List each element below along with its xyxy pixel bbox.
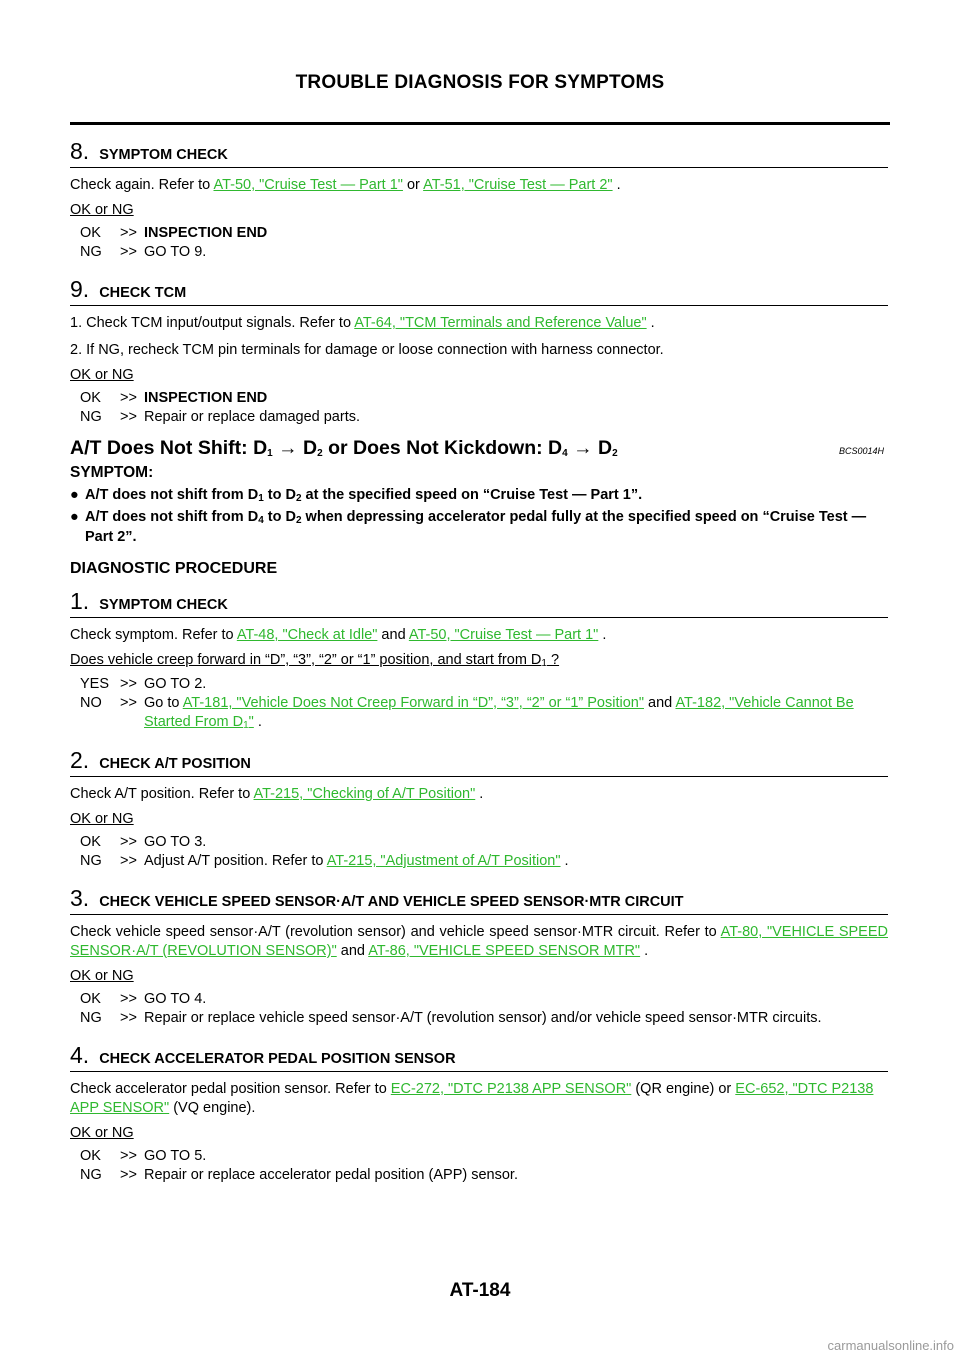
diag-step-2-instruction: Check A/T position. Refer to AT-215, "Ch… — [70, 786, 484, 802]
link-cruise-test-part-1[interactable]: AT-50, "Cruise Test — Part 1" — [213, 177, 403, 193]
diag-step-3-instruction: Check vehicle speed sensor·A/T (revoluti… — [70, 924, 888, 959]
step-title: CHECK VEHICLE SPEED SENSOR·A/T AND VEHIC… — [99, 894, 684, 910]
link-cruise-test-part-2[interactable]: AT-51, "Cruise Test — Part 2" — [423, 177, 613, 193]
link-adjustment-at-position[interactable]: AT-215, "Adjustment of A/T Position" — [326, 853, 561, 869]
step-8-results: OK>>INSPECTION END NG>>GO TO 9. — [80, 225, 268, 260]
link-check-at-idle[interactable]: AT-48, "Check at Idle" — [236, 627, 378, 643]
step-9-item-1: 1. Check TCM input/output signals. Refer… — [70, 315, 655, 331]
step-title: CHECK TCM — [99, 285, 187, 301]
step-9-results: OK>>INSPECTION END NG>>Repair or replace… — [80, 390, 361, 425]
diag-step-2-heading: 2. CHECK A/T POSITION — [70, 747, 888, 777]
link-app-sensor-qr[interactable]: EC-272, "DTC P2138 APP SENSOR" — [390, 1081, 632, 1097]
step-number: 9. — [70, 276, 90, 302]
diag-step-4-results: OK>>GO TO 5. NG>>Repair or replace accel… — [80, 1148, 518, 1183]
diag-step-3-heading: 3. CHECK VEHICLE SPEED SENSOR·A/T AND VE… — [70, 885, 888, 915]
step-8-instruction: Check again. Refer to AT-50, "Cruise Tes… — [70, 177, 621, 193]
step-title: SYMPTOM CHECK — [99, 597, 228, 613]
ok-or-ng-label: OK or NG — [70, 367, 134, 383]
step-title: CHECK A/T POSITION — [99, 756, 251, 772]
ok-or-ng-label: OK or NG — [70, 202, 134, 218]
page-number: AT-184 — [449, 1280, 511, 1301]
link-cruise-test-part-1[interactable]: AT-50, "Cruise Test — Part 1" — [408, 627, 599, 643]
list-item: ●A/T does not shift from D1 to D2 at the… — [70, 487, 643, 504]
symptom-label: SYMPTOM: — [70, 464, 154, 481]
top-rule — [70, 122, 890, 125]
step-number: 8. — [70, 138, 90, 164]
link-tcm-terminals[interactable]: AT-64, "TCM Terminals and Reference Valu… — [354, 315, 647, 331]
symptom-list: ●A/T does not shift from D1 to D2 at the… — [70, 486, 888, 547]
step-number: 4. — [70, 1042, 90, 1068]
link-revolution-sensor[interactable]: AT-80, "VEHICLE SPEED SENSOR·A/T (REVOLU… — [70, 924, 888, 959]
page-content: 8. SYMPTOM CHECK Check again. Refer to A… — [70, 128, 888, 1185]
step-number: 3. — [70, 885, 90, 911]
diag-step-3-results: OK>>GO TO 4. NG>>Repair or replace vehic… — [80, 991, 822, 1026]
link-vehicle-cannot-be-started[interactable]: AT-182, "Vehicle Cannot Be Started From … — [144, 695, 854, 731]
question: Does vehicle creep forward in “D”, “3”, … — [70, 652, 560, 669]
diagnostic-procedure-heading: DIAGNOSTIC PROCEDURE — [70, 560, 278, 577]
section-title: A/T Does Not Shift: D1 → D2 or Does Not … — [70, 437, 618, 459]
watermark: carmanualsonline.info — [827, 1338, 954, 1353]
link-vehicle-does-not-creep[interactable]: AT-181, "Vehicle Does Not Creep Forward … — [182, 695, 644, 711]
diag-step-4-instruction: Check accelerator pedal position sensor.… — [70, 1081, 874, 1116]
link-vehicle-speed-sensor-mtr[interactable]: AT-86, "VEHICLE SPEED SENSOR MTR" — [368, 943, 641, 959]
diag-step-2-results: OK>>GO TO 3. NG>>Adjust A/T position. Re… — [80, 834, 569, 869]
diag-step-1-results: YES>>GO TO 2. NO>>Go to AT-181, "Vehicle… — [80, 676, 854, 731]
ok-or-ng-label: OK or NG — [70, 968, 134, 984]
step-number: 2. — [70, 747, 90, 773]
link-checking-at-position[interactable]: AT-215, "Checking of A/T Position" — [253, 786, 476, 802]
step-title: CHECK ACCELERATOR PEDAL POSITION SENSOR — [99, 1051, 456, 1067]
diag-step-1-heading: 1. SYMPTOM CHECK — [70, 588, 888, 618]
page-title: TROUBLE DIAGNOSIS FOR SYMPTOMS — [295, 72, 665, 93]
section-code: BCS0014H — [838, 446, 884, 456]
diag-step-4-heading: 4. CHECK ACCELERATOR PEDAL POSITION SENS… — [70, 1042, 888, 1072]
step-8-heading: 8. SYMPTOM CHECK — [70, 138, 888, 168]
link-app-sensor-vq[interactable]: EC-652, "DTC P2138 APP SENSOR" — [70, 1081, 874, 1116]
diag-step-1-instruction: Check symptom. Refer to AT-48, "Check at… — [70, 627, 607, 643]
list-item: ●A/T does not shift from D4 to D2 when d… — [70, 509, 867, 545]
section-heading: A/T Does Not Shift: D1 → D2 or Does Not … — [70, 437, 888, 461]
step-9-heading: 9. CHECK TCM — [70, 276, 888, 306]
ok-or-ng-label: OK or NG — [70, 811, 134, 827]
bullet-icon: ● — [70, 487, 79, 503]
step-9-item-2: 2. If NG, recheck TCM pin terminals for … — [70, 342, 664, 358]
ok-or-ng-label: OK or NG — [70, 1125, 134, 1141]
step-title: SYMPTOM CHECK — [99, 147, 228, 163]
bullet-icon: ● — [70, 509, 79, 525]
step-number: 1. — [70, 588, 90, 614]
